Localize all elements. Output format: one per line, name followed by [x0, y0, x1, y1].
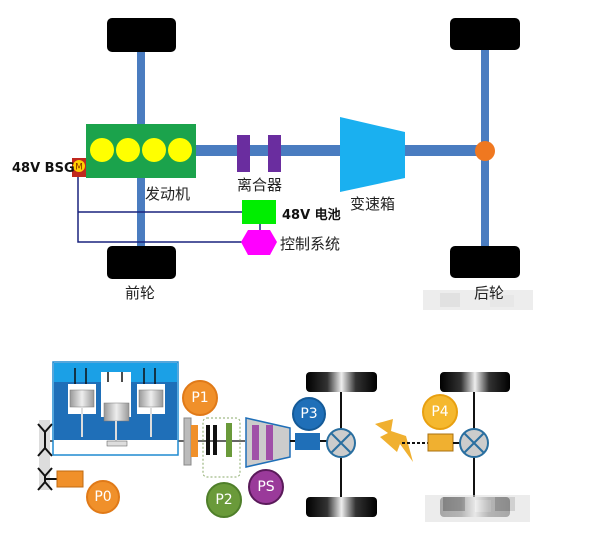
p4-motor [427, 433, 454, 452]
differential [475, 141, 495, 161]
bsg-label: 48V BSG [12, 161, 75, 176]
rear-wheel-top [440, 372, 510, 392]
badge-p3: P3 [292, 397, 326, 431]
control-unit [241, 230, 277, 255]
cylinder [116, 138, 140, 162]
watermark-blur [423, 290, 533, 310]
cylinder [168, 138, 192, 162]
clutch-label: 离合器 [237, 176, 282, 194]
p1-motor [191, 425, 198, 457]
badge-p0: P0 [86, 480, 120, 514]
svg-text:P1: P1 [191, 390, 208, 406]
front-wheel-top [107, 18, 176, 52]
p3-motor [295, 433, 320, 450]
clutch-plate [206, 425, 210, 455]
rear-wheel-label: 后轮 [474, 284, 504, 302]
motor-icon [73, 160, 85, 172]
cylinder [142, 138, 166, 162]
wire [77, 177, 242, 243]
motor-label: M [75, 163, 83, 173]
badge-ps: PS [248, 469, 284, 505]
flywheel [183, 417, 192, 466]
battery-label: 48V 电池 [282, 207, 341, 223]
badge-p4: P4 [422, 394, 458, 430]
clutch-plate [268, 135, 281, 172]
rear-wheel-bottom [450, 246, 520, 278]
p2-module-outline [202, 417, 241, 478]
p0-motor [56, 470, 84, 488]
front-wheel-label: 前轮 [125, 284, 155, 302]
svg-text:P2: P2 [215, 492, 232, 508]
differential-icon [459, 428, 489, 458]
pulley [39, 420, 50, 490]
ps-motor [266, 425, 273, 460]
svg-text:P0: P0 [94, 489, 111, 505]
engine-label: 发动机 [145, 185, 190, 203]
mild-hybrid-layout: M 48V BSG 离合器 变速箱 发动机 48V 电池 控制系统 前轮 后轮 [12, 18, 533, 310]
battery-48v [242, 200, 276, 224]
control-label: 控制系统 [280, 235, 340, 253]
clutch-plate [237, 135, 250, 172]
p2-motor [226, 423, 232, 457]
watermark-blur [425, 495, 530, 522]
hybrid-positions-layout: P0 P1 P2 PS P3 P4 [37, 361, 530, 522]
svg-text:P3: P3 [300, 406, 317, 422]
cylinder [90, 138, 114, 162]
belt-icon [37, 423, 53, 491]
pistons [68, 368, 165, 447]
front-wheel-bottom [306, 497, 377, 517]
ps-motor [252, 425, 259, 460]
clutch-plate [213, 425, 217, 455]
gearbox-label: 变速箱 [350, 195, 395, 213]
differential-icon [326, 428, 356, 458]
front-wheel-bottom [107, 246, 176, 279]
badge-p1: P1 [182, 380, 218, 416]
front-wheel-top [306, 372, 377, 392]
rear-wheel-top [450, 18, 520, 50]
svg-text:P4: P4 [431, 404, 448, 420]
electric-link-icon [375, 419, 413, 462]
svg-text:PS: PS [257, 479, 274, 495]
badge-p2: P2 [206, 482, 242, 518]
gearbox [340, 117, 405, 192]
